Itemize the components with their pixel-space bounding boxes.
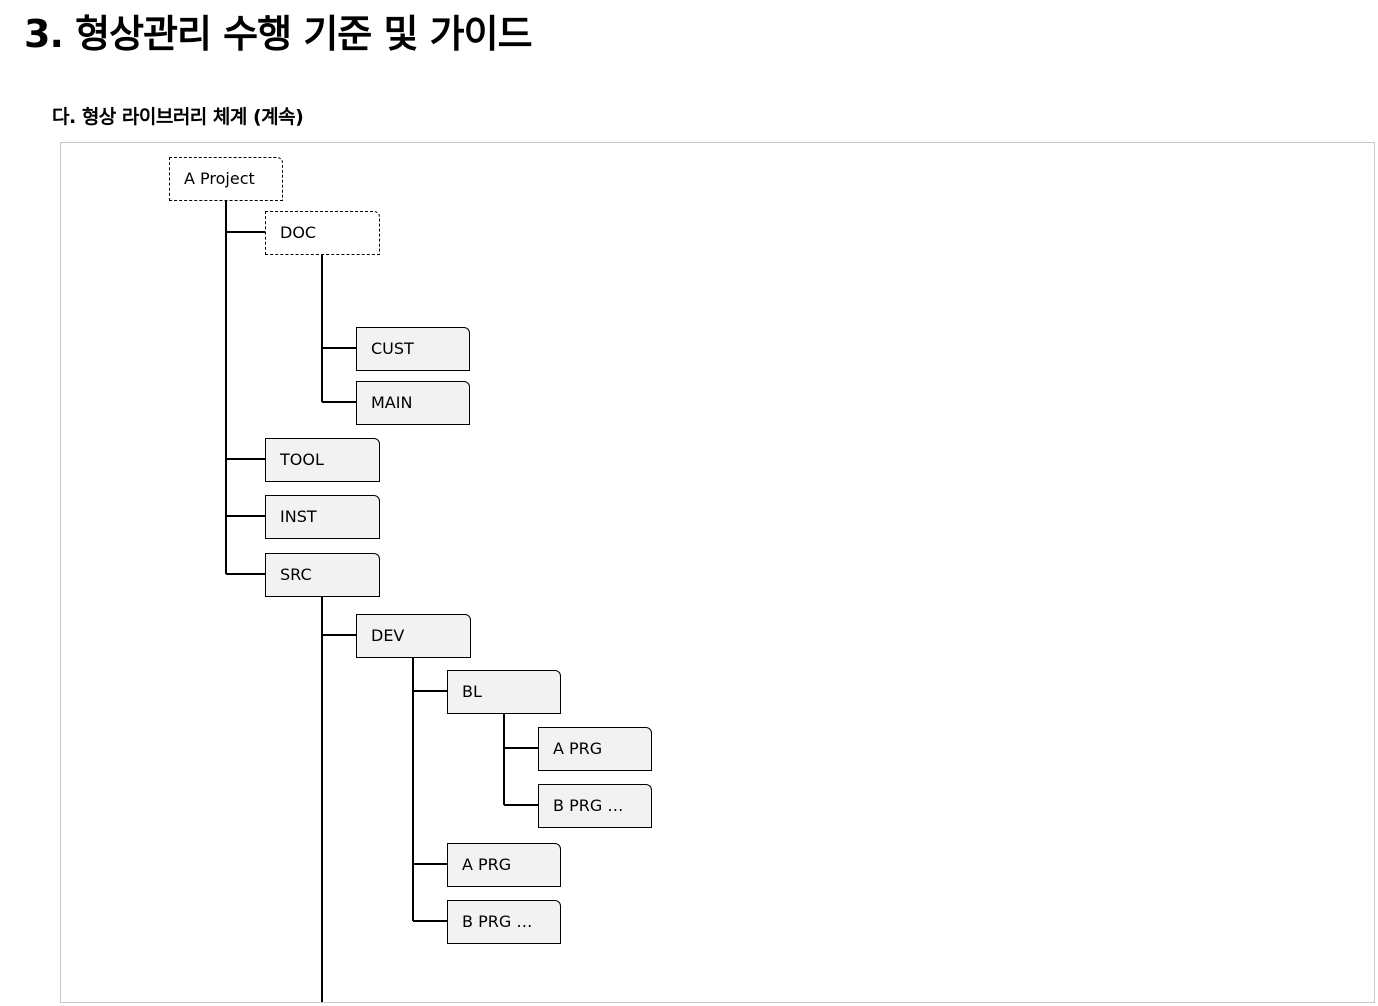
node-bl-b-prg[interactable]: B PRG … bbox=[538, 784, 652, 828]
node-cust[interactable]: CUST bbox=[356, 327, 470, 371]
node-dev-b-prg[interactable]: B PRG … bbox=[447, 900, 561, 944]
library-tree-diagram: A Project DOC CUST MAIN TOOL INST SRC DE… bbox=[60, 142, 1375, 1003]
node-a-project[interactable]: A Project bbox=[169, 157, 283, 201]
node-dev[interactable]: DEV bbox=[356, 614, 471, 658]
section-title: 다. 형상 라이브러리 체계 (계속) bbox=[52, 106, 304, 128]
node-doc[interactable]: DOC bbox=[265, 211, 380, 255]
node-bl-a-prg[interactable]: A PRG bbox=[538, 727, 652, 771]
node-dev-a-prg[interactable]: A PRG bbox=[447, 843, 561, 887]
node-bl[interactable]: BL bbox=[447, 670, 561, 714]
node-inst[interactable]: INST bbox=[265, 495, 380, 539]
node-tool[interactable]: TOOL bbox=[265, 438, 380, 482]
tree-connector-lines bbox=[225, 200, 538, 1002]
node-src[interactable]: SRC bbox=[265, 553, 380, 597]
node-main[interactable]: MAIN bbox=[356, 381, 470, 425]
page-title: 3. 형상관리 수행 기준 및 가이드 bbox=[24, 12, 533, 56]
